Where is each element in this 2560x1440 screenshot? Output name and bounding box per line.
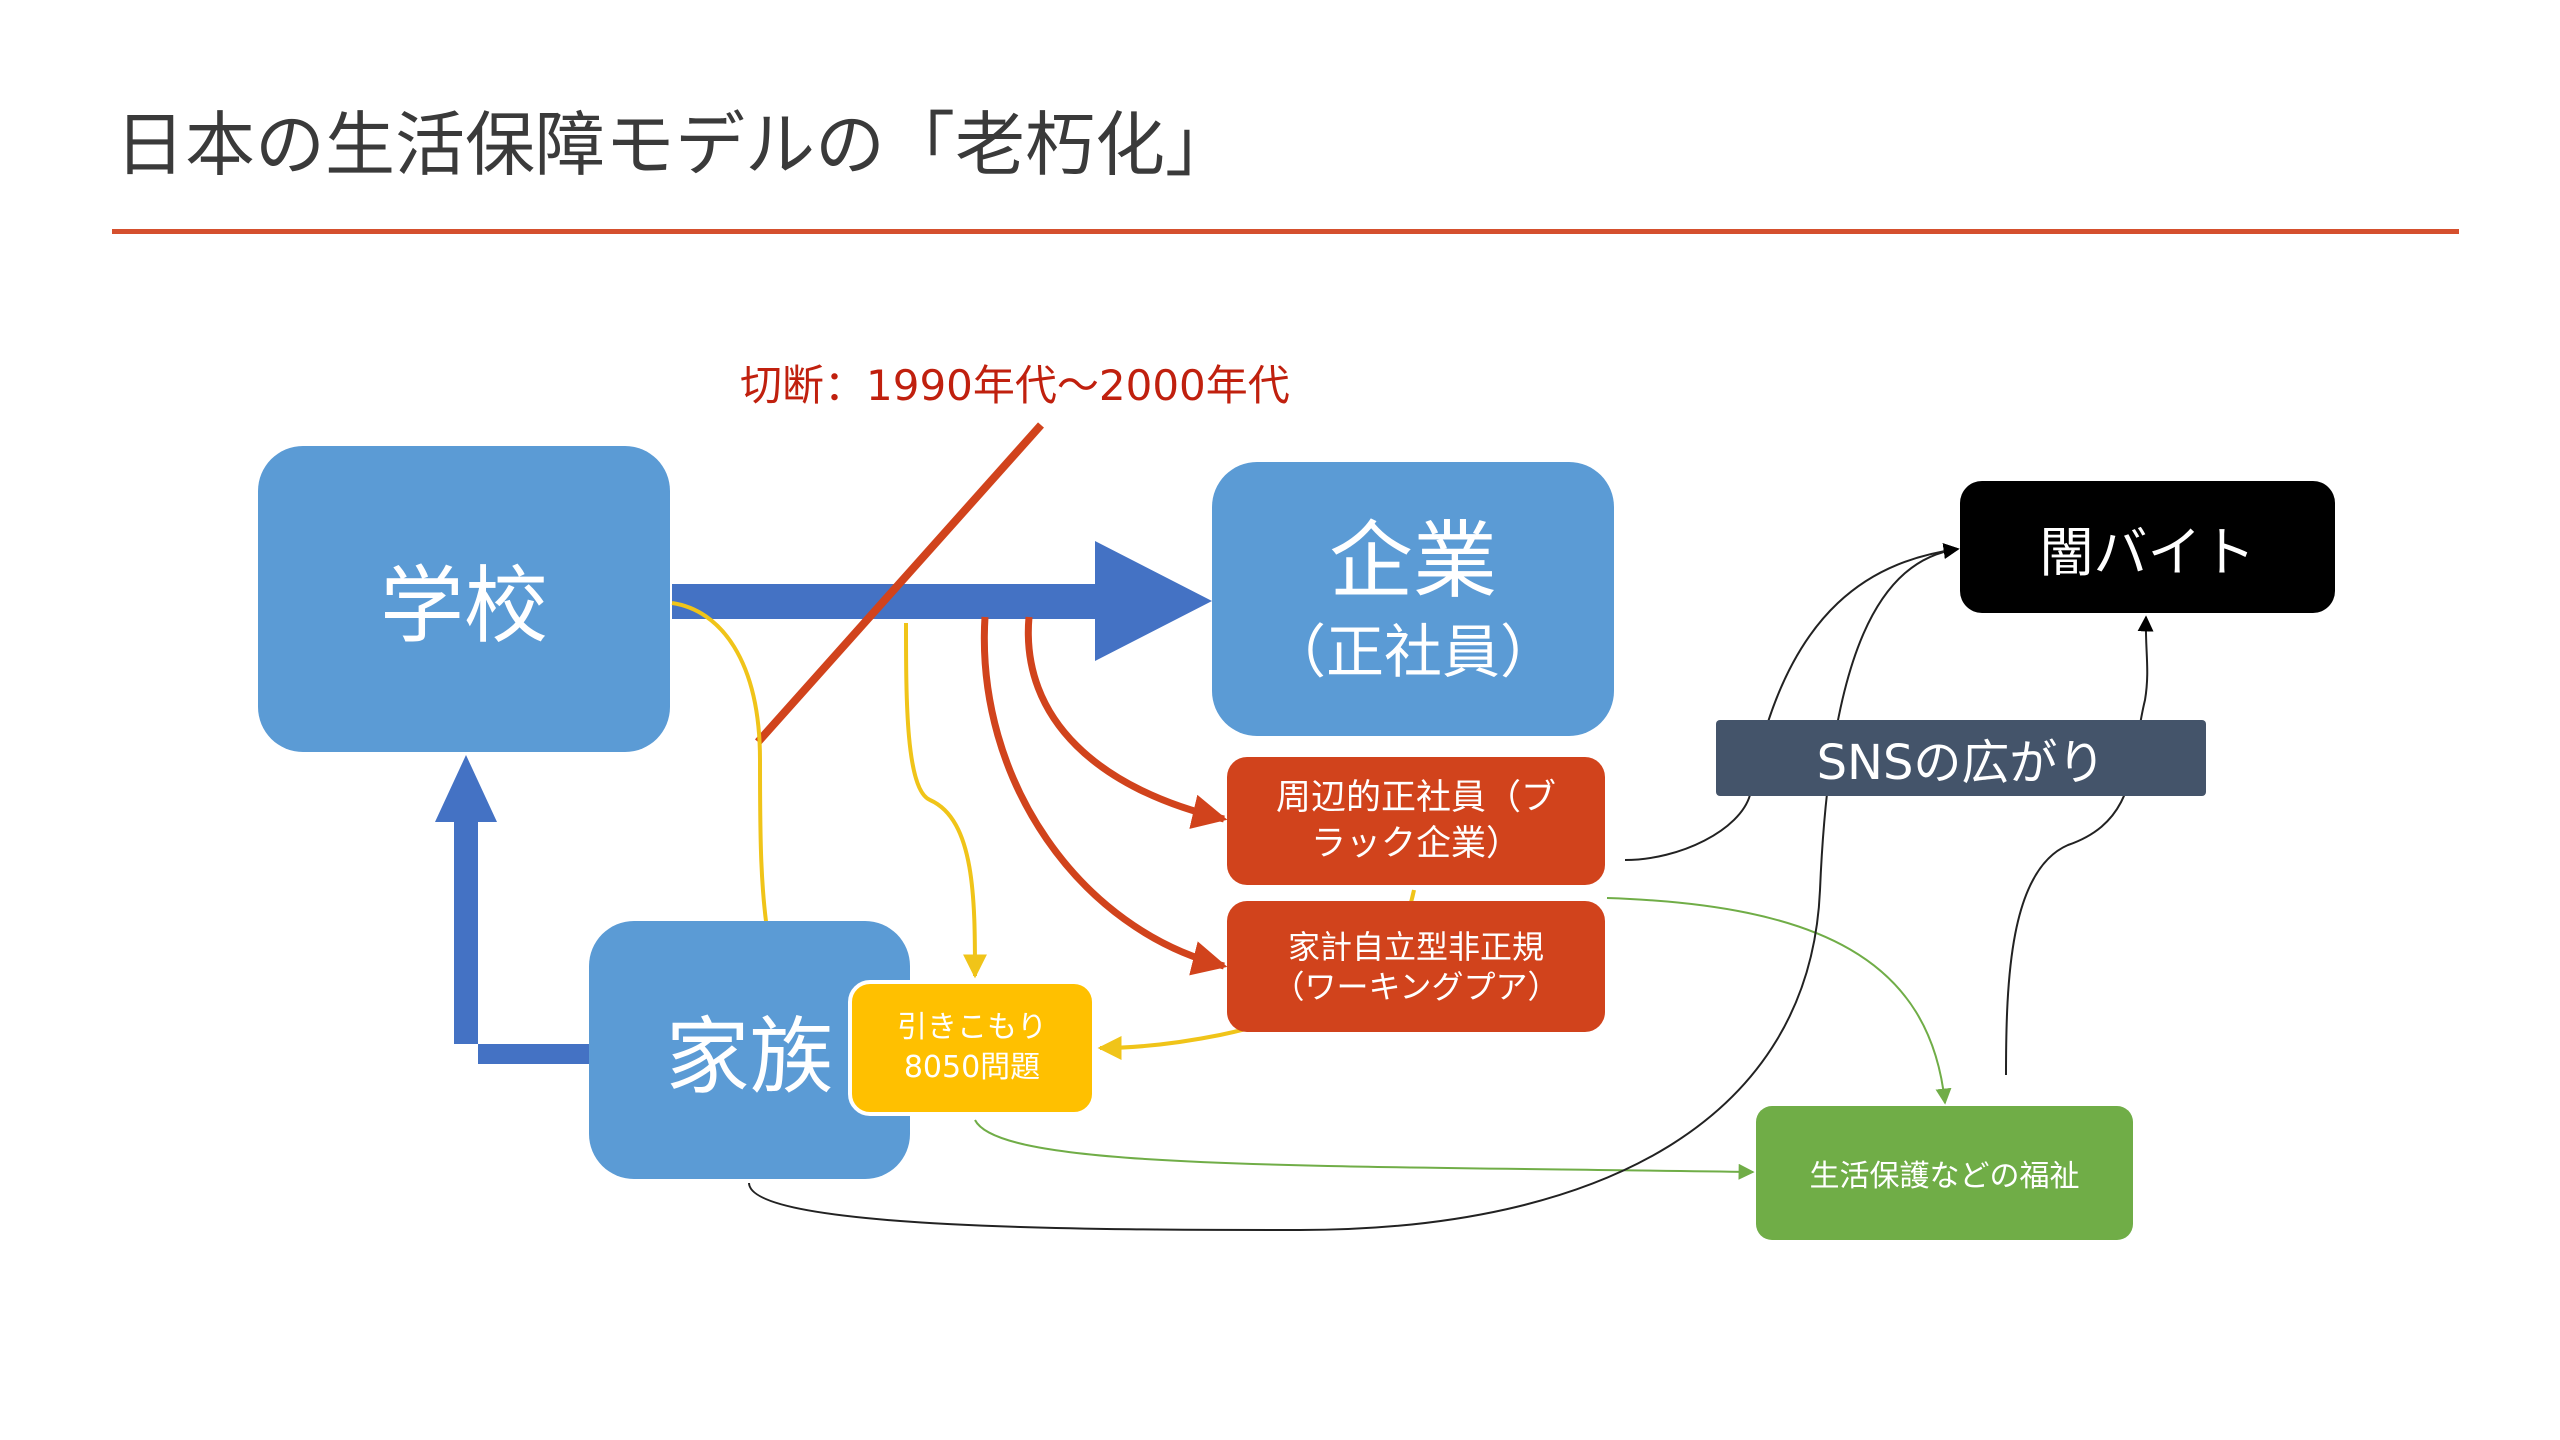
household-label-line1: 家計自立型非正規 (1287, 927, 1544, 966)
arrow-to-household (980, 616, 1228, 976)
welfare-label: 生活保護などの福祉 (1809, 1159, 2080, 1194)
welfare-node: 生活保護などの福祉 (1756, 1106, 2133, 1240)
arrow-to-peripheral (1024, 616, 1228, 829)
hikikomori-node: 引きこもり 8050問題 (848, 980, 1096, 1116)
hikikomori-label-line1: 引きこもり (897, 1010, 1047, 1045)
peripheral-label-line1: 周辺的正社員（ブ (1275, 778, 1556, 818)
household-nonregular-node: 家計自立型非正規 （ワーキングプア） (1227, 901, 1605, 1032)
company-label: 企業 (1328, 512, 1497, 610)
cut-label: 切断：1990年代〜2000年代 (740, 361, 1290, 410)
company-sublabel: （正社員） (1267, 618, 1558, 686)
slide-title: 日本の生活保障モデルの「老朽化」 (115, 104, 1235, 186)
family-label: 家族 (665, 1007, 834, 1106)
yami-baito-node: 闇バイト (1960, 481, 2335, 613)
school-node: 学校 (258, 446, 670, 752)
cut-line (755, 422, 1044, 745)
sns-label: SNSの広がり (1816, 735, 2106, 791)
hikikomori-to-welfare-arrow (974, 1119, 1755, 1180)
school-label: 学校 (379, 556, 548, 655)
peripheral-label-line2: ラック企業） (1310, 824, 1521, 864)
family-to-school-arrow (435, 755, 589, 1064)
title-underline (112, 229, 2459, 234)
hikikomori-label-line2: 8050問題 (903, 1050, 1041, 1085)
branch-to-hikikomori-arrow (904, 622, 987, 979)
peripheral-regular-node: 周辺的正社員（ブ ラック企業） (1227, 757, 1605, 885)
nonregular-to-welfare-arrow (1606, 897, 1952, 1105)
sns-node: SNSの広がり (1716, 720, 2206, 796)
household-label-line2: （ワーキングプア） (1272, 967, 1560, 1006)
school-to-company-arrow (672, 541, 1212, 661)
peripheral-to-yami-arrow (1624, 543, 1960, 861)
company-node: 企業 （正社員） (1212, 462, 1614, 736)
family-to-yami-arrow (748, 543, 1960, 1232)
welfare-to-yami-arrow (2005, 615, 2154, 1076)
yami-baito-label: 闇バイト (2039, 520, 2256, 584)
